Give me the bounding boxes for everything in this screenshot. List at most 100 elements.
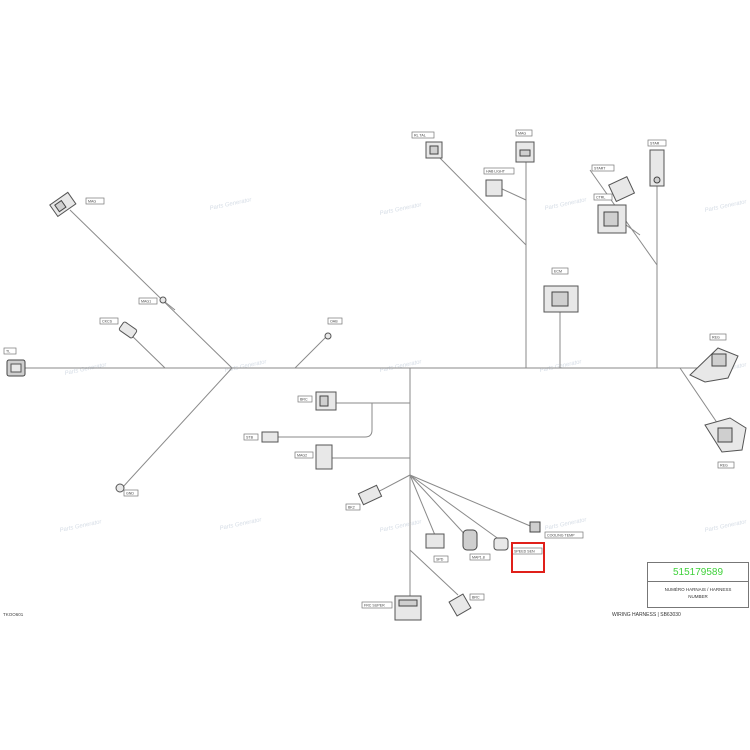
tag-label: ECM: [551, 267, 569, 275]
tag-label: MAP1.8: [469, 553, 491, 561]
svg-text:MAG: MAG: [88, 200, 96, 204]
watermark-text: Parts Generator: [544, 197, 588, 212]
connector-lower-1[interactable]: [357, 484, 383, 506]
connector-top-5[interactable]: [608, 176, 636, 203]
svg-text:COOLING TEMP: COOLING TEMP: [547, 534, 575, 538]
watermark-text: Parts Generator: [209, 197, 253, 212]
tag-label-highlighted: SPEED SEN: [511, 547, 543, 555]
tag-label: HAB LIGHT: [483, 167, 515, 175]
watermark-text: Parts Generator: [219, 517, 263, 532]
tag-label: BRC: [297, 395, 313, 403]
svg-text:START: START: [594, 167, 606, 171]
tag-label: MAG1: [138, 297, 158, 305]
watermark-text: Parts Generator: [539, 359, 583, 374]
branch-wire-gnd: [121, 367, 233, 489]
connector-left-small[interactable]: [118, 321, 138, 339]
connector-right-1[interactable]: [689, 347, 739, 383]
tag-layer: TL MAG MAG1 CKCS OAB GND BRC STB MAG2 BK…: [3, 129, 735, 609]
tag-label: MAG2: [294, 451, 314, 459]
connector-center-3[interactable]: [315, 444, 333, 470]
connector-top-6[interactable]: [597, 204, 627, 234]
svg-text:BRC: BRC: [300, 398, 308, 402]
branch-wire-spd: [409, 474, 438, 541]
connector-lower-2[interactable]: [425, 533, 445, 549]
branch-wire-ckcs: [127, 331, 166, 369]
svg-text:CKCS: CKCS: [102, 320, 113, 324]
tag-label: COOLING TEMP: [544, 531, 584, 539]
branch-wire-oab: [294, 334, 329, 369]
connector-center-2[interactable]: [261, 431, 279, 443]
part-number-label-2: NUMBER: [688, 594, 708, 599]
highlight-box: [511, 542, 545, 573]
tag-label: CKCS: [99, 317, 119, 325]
svg-text:ECM: ECM: [554, 270, 562, 274]
branch-wire-rl: [431, 149, 527, 246]
svg-text:REG: REG: [720, 464, 728, 468]
branch-wire-hab: [499, 187, 527, 201]
watermark-text: Parts Generator: [704, 519, 748, 534]
part-number-label: NUMÉRO HARNAIS / HARNESS: [664, 587, 732, 592]
tag-label: MAG: [85, 197, 105, 205]
connector-layer: [6, 141, 747, 621]
svg-text:STB: STB: [246, 436, 254, 440]
svg-text:TL: TL: [6, 350, 10, 354]
connector-mid-small[interactable]: [324, 332, 332, 340]
tag-label: BRC: [469, 593, 485, 601]
svg-text:GND: GND: [126, 492, 134, 496]
tag-label: REG: [709, 333, 727, 341]
svg-text:MAG: MAG: [518, 132, 526, 136]
tag-label: RL TAL: [411, 131, 435, 139]
svg-text:RL TAL: RL TAL: [414, 134, 426, 138]
watermark-text: Parts Generator: [544, 517, 588, 532]
tag-label: GND: [123, 489, 139, 497]
tag-label: OAB: [327, 317, 343, 325]
watermark-text: Parts Generator: [59, 519, 103, 534]
connector-right-2[interactable]: [704, 417, 747, 453]
watermark-text: Parts Generator: [704, 199, 748, 214]
branch-wire-stb: [278, 403, 373, 438]
svg-text:HAB LIGHT: HAB LIGHT: [486, 170, 506, 174]
connector-top-3[interactable]: [485, 179, 503, 197]
branch-wire-mag1: [164, 301, 176, 311]
tag-label: STB: [243, 433, 259, 441]
connector-lower-4[interactable]: [493, 537, 509, 551]
connector-top-4[interactable]: [649, 149, 665, 187]
svg-text:CTRL: CTRL: [596, 196, 605, 200]
connector-bottom-2[interactable]: [448, 593, 472, 617]
branch-wire-upper-left: [69, 209, 233, 369]
branch-wire-cooling: [409, 474, 536, 529]
watermark-text: Parts Generator: [379, 202, 423, 217]
connector-top-1[interactable]: [425, 141, 443, 159]
tag-label: CTRL: [593, 193, 613, 201]
svg-text:BK2: BK2: [348, 506, 355, 510]
connector-bottom-block[interactable]: [394, 595, 422, 621]
svg-text:REG: REG: [712, 336, 720, 340]
tag-label: REG: [717, 461, 735, 469]
svg-text:SPEED SEN: SPEED SEN: [514, 550, 535, 554]
connector-mid-right[interactable]: [543, 285, 579, 313]
tag-label: BK2: [345, 503, 361, 511]
connector-left-low[interactable]: [115, 483, 125, 493]
connector-cooling[interactable]: [529, 521, 541, 533]
svg-text:STAR: STAR: [650, 142, 660, 146]
svg-text:BRC: BRC: [472, 596, 480, 600]
watermark-text: Parts Generator: [379, 519, 423, 534]
tag-label: TL: [3, 347, 17, 355]
connector-diag-mid[interactable]: [159, 296, 167, 304]
connector-left-end[interactable]: [6, 359, 26, 377]
svg-text:MAG1: MAG1: [141, 300, 151, 304]
tag-label: START: [591, 164, 615, 172]
footer-title: WIRING HARNESS | SB63030: [612, 612, 681, 618]
tag-label: FRC SUPER: [361, 601, 393, 609]
tag-label: MAG: [515, 129, 533, 137]
connector-center-1[interactable]: [315, 391, 337, 411]
connector-top-2[interactable]: [515, 141, 535, 163]
svg-text:OAB: OAB: [330, 320, 338, 324]
svg-text:MAG2: MAG2: [297, 454, 307, 458]
svg-text:SPD: SPD: [436, 558, 444, 562]
part-number[interactable]: 515179589: [648, 563, 748, 582]
connector-upper-left[interactable]: [49, 191, 77, 218]
connector-lower-3[interactable]: [462, 529, 478, 551]
